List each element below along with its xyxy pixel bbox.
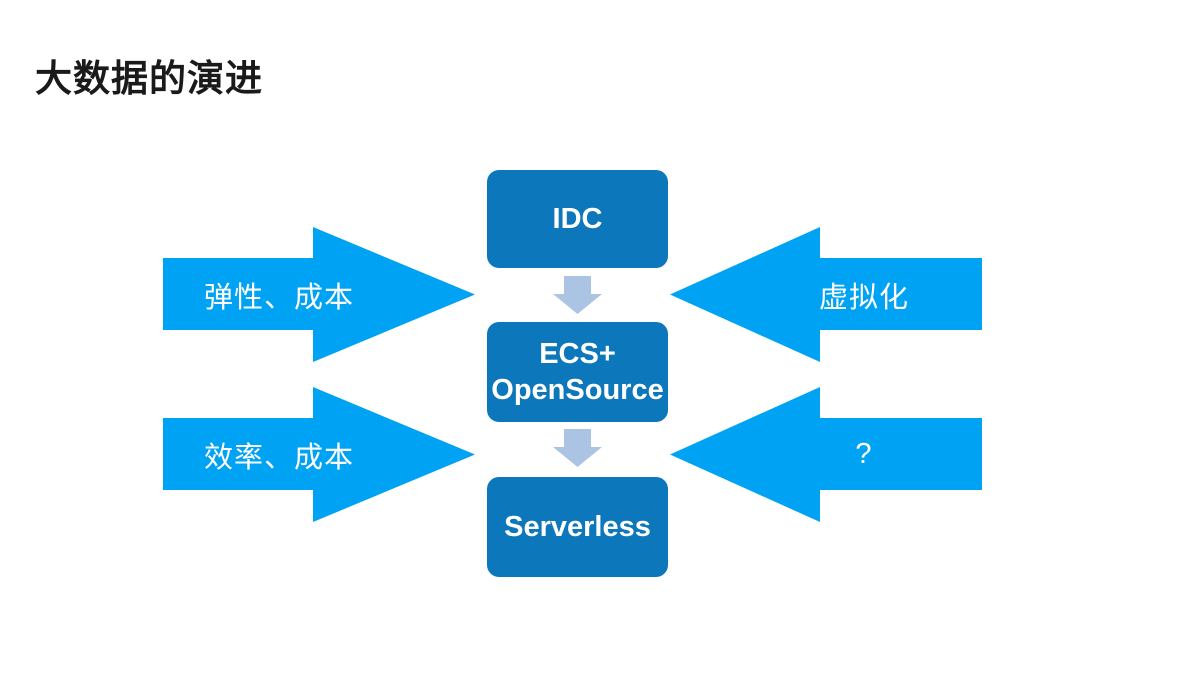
stage-box-serverless: Serverless [487, 477, 668, 577]
arrow-virtualization: 虚拟化 [670, 227, 982, 362]
stage-box-idc: IDC [487, 170, 668, 268]
arrow-efficiency-cost: 效率、成本 [163, 387, 475, 522]
arrow-right-icon [163, 227, 475, 362]
arrow-label: 弹性、成本 [203, 281, 354, 314]
arrow-down-icon [553, 276, 602, 314]
stage-label: IDC [552, 202, 603, 235]
page-title: 大数据的演进 [35, 58, 263, 99]
stage-label: ECS+ OpenSource [491, 337, 664, 406]
arrow-left-icon [670, 227, 982, 362]
arrow-left-icon [670, 387, 982, 522]
arrow-down-icon [553, 429, 602, 467]
arrow-question: ? [670, 387, 982, 522]
stage-label: Serverless [504, 510, 651, 543]
arrow-right-icon [163, 387, 475, 522]
arrow-elasticity-cost: 弹性、成本 [163, 227, 475, 362]
stage-box-ecs-opensource: ECS+ OpenSource [487, 322, 668, 422]
arrow-label: 虚拟化 [818, 281, 909, 314]
arrow-label: ? [855, 438, 873, 470]
arrow-label: 效率、成本 [203, 441, 354, 474]
